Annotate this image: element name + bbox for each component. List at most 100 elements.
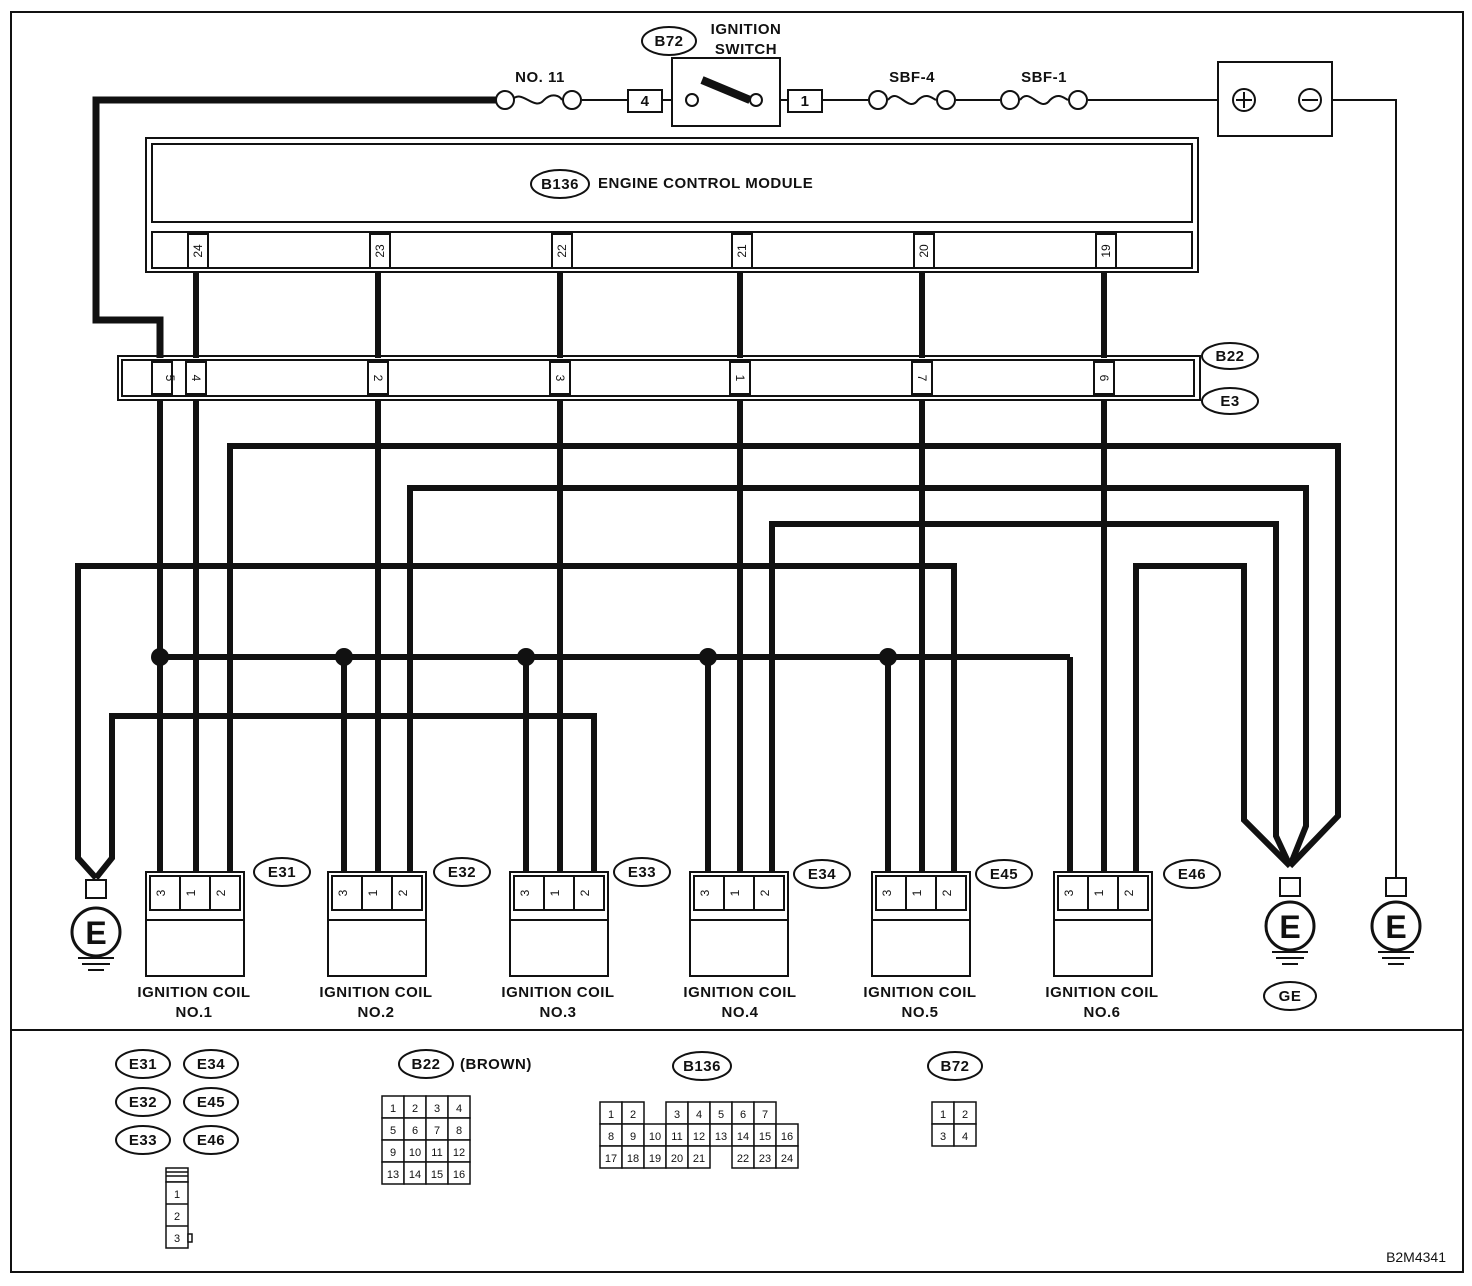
ecm-pin-22: 22 xyxy=(555,244,569,258)
legend-e31: E31 xyxy=(129,1056,157,1073)
coil-4-name: IGNITION COIL xyxy=(683,984,796,1001)
legend-b22-pin-13: 13 xyxy=(387,1169,399,1181)
legend-b22-pin-11: 11 xyxy=(431,1147,442,1159)
ignition-switch-pin-out: 4 xyxy=(641,93,650,110)
legend-e32: E32 xyxy=(129,1094,157,1111)
coil-4: 3 1 2 E34 IGNITION COIL NO.4 xyxy=(683,859,851,1021)
e3-connector-badge xyxy=(1201,387,1259,415)
diagram-frame xyxy=(10,11,1464,1273)
coil-5-name: IGNITION COIL xyxy=(863,984,976,1001)
coil-6-pin-3: 3 xyxy=(1062,889,1076,896)
legend-b136-pin-18: 18 xyxy=(627,1153,639,1165)
legend-b22-pin-14: 14 xyxy=(409,1169,421,1181)
legend-e46: E46 xyxy=(197,1132,225,1149)
coil-2-name: IGNITION COIL xyxy=(319,984,432,1001)
legend-b22-pin-4: 4 xyxy=(456,1103,462,1115)
legend-b22-name: B22 xyxy=(411,1056,440,1073)
coil-3-pin-2: 2 xyxy=(578,889,592,896)
legend-e45: E45 xyxy=(197,1094,225,1111)
joint-connector-box xyxy=(117,355,1201,401)
legend-b22-pin-3: 3 xyxy=(434,1103,440,1115)
coil-2: 3 1 2 E32 IGNITION COIL NO.2 xyxy=(319,857,491,1021)
coil-4-pin-1: 1 xyxy=(728,889,742,896)
joint-pin-2: 2 xyxy=(371,375,385,382)
ecm-box xyxy=(145,137,1199,273)
splice-dots xyxy=(151,648,897,666)
legend-b22-color: (BROWN) xyxy=(460,1056,532,1073)
ignition-switch-pin-in: 1 xyxy=(801,93,810,110)
legend-b136-name: B136 xyxy=(683,1058,721,1075)
coil-5-pin-2: 2 xyxy=(940,889,954,896)
coil-1-connector: E31 xyxy=(268,864,296,881)
legend-b136-pin-15: 15 xyxy=(759,1131,771,1143)
coil-6-pin-1: 1 xyxy=(1092,889,1106,896)
legend-b136-pin-17: 17 xyxy=(605,1153,617,1165)
legend-coil-pin-1: 1 xyxy=(174,1189,180,1201)
coil-1-pin-1: 1 xyxy=(184,889,198,896)
e3-connector-label: E3 xyxy=(1220,393,1239,410)
legend-b22-pin-10: 10 xyxy=(409,1147,421,1159)
legend-b136-pin-19: 19 xyxy=(649,1153,661,1165)
joint-pin-boxes xyxy=(151,361,1115,395)
legend-b22-pin-2: 2 xyxy=(412,1103,418,1115)
wires xyxy=(75,272,1341,881)
legend-b72-pin-2: 2 xyxy=(962,1109,968,1121)
ignition-switch xyxy=(627,57,823,127)
coil-2-number: NO.2 xyxy=(357,1004,394,1021)
ecm-label: ENGINE CONTROL MODULE xyxy=(598,175,813,192)
ignition-switch-label-2: SWITCH xyxy=(715,41,777,58)
legend-b136-pin-6: 6 xyxy=(740,1109,746,1121)
coil-1-pin-3: 3 xyxy=(154,889,168,896)
legend-b22-pin-9: 9 xyxy=(390,1147,396,1159)
ground-ge-symbol: E xyxy=(1279,909,1300,945)
coil-2-pin-2: 2 xyxy=(396,889,410,896)
legend-b22-pin-16: 16 xyxy=(453,1169,465,1181)
coil-3-name: IGNITION COIL xyxy=(501,984,614,1001)
b72-connector-label: B72 xyxy=(654,33,683,50)
legend-b136-pin-1: 1 xyxy=(608,1109,614,1121)
legend-b136-pin-3: 3 xyxy=(674,1109,680,1121)
coil-5-pin-1: 1 xyxy=(910,889,924,896)
coil-5: 3 1 2 E45 IGNITION COIL NO.5 xyxy=(863,859,1033,1021)
ground-ge-label: GE xyxy=(1279,988,1302,1005)
coil-3-connector: E33 xyxy=(628,864,656,881)
coil-5-number: NO.5 xyxy=(901,1004,938,1021)
coil-2-pin-3: 3 xyxy=(336,889,350,896)
legend-b136-pin-16: 16 xyxy=(781,1131,793,1143)
joint-pin-7: 7 xyxy=(915,375,929,382)
ecm-pin-21: 21 xyxy=(735,244,749,258)
legend-b22-pin-7: 7 xyxy=(434,1125,440,1137)
legend-b136-pin-21: 21 xyxy=(693,1153,705,1165)
legend-b136-pin-11: 11 xyxy=(671,1131,682,1143)
diagram-id: B2M4341 xyxy=(1386,1249,1446,1265)
fuse-terminals xyxy=(495,90,1088,110)
coil-4-number: NO.4 xyxy=(721,1004,758,1021)
legend-b22-pin-6: 6 xyxy=(412,1125,418,1137)
legend-b136-pin-20: 20 xyxy=(671,1153,683,1165)
ground-battery: E xyxy=(1370,877,1422,965)
legend-e33: E33 xyxy=(129,1132,157,1149)
legend-b22-pin-15: 15 xyxy=(431,1169,443,1181)
legend-e34: E34 xyxy=(197,1056,225,1073)
coil-5-connector: E45 xyxy=(990,866,1018,883)
legend-coil-pin-2: 2 xyxy=(174,1211,180,1223)
legend-b22-pin-12: 12 xyxy=(453,1147,465,1159)
coil-6-number: NO.6 xyxy=(1083,1004,1120,1021)
coil-4-connector: E34 xyxy=(808,866,836,883)
coil-6-connector: E46 xyxy=(1178,866,1206,883)
coil-4-pin-3: 3 xyxy=(698,889,712,896)
legend-coil-pin-3: 3 xyxy=(174,1233,180,1245)
ground-battery-symbol: E xyxy=(1385,909,1406,945)
legend-b136-pin-23: 23 xyxy=(759,1153,771,1165)
joint-pin-6: 6 xyxy=(1097,375,1111,382)
legend-b136-pin-10: 10 xyxy=(649,1131,661,1143)
legend-b22-pin-1: 1 xyxy=(390,1103,396,1115)
ecm-pin-19: 19 xyxy=(1099,244,1113,258)
ground-left-symbol: E xyxy=(85,915,106,951)
power-line xyxy=(92,94,1397,878)
ground-ge: E GE xyxy=(1263,877,1317,1011)
coil-6: 3 1 2 E46 IGNITION COIL NO.6 xyxy=(1045,859,1221,1021)
